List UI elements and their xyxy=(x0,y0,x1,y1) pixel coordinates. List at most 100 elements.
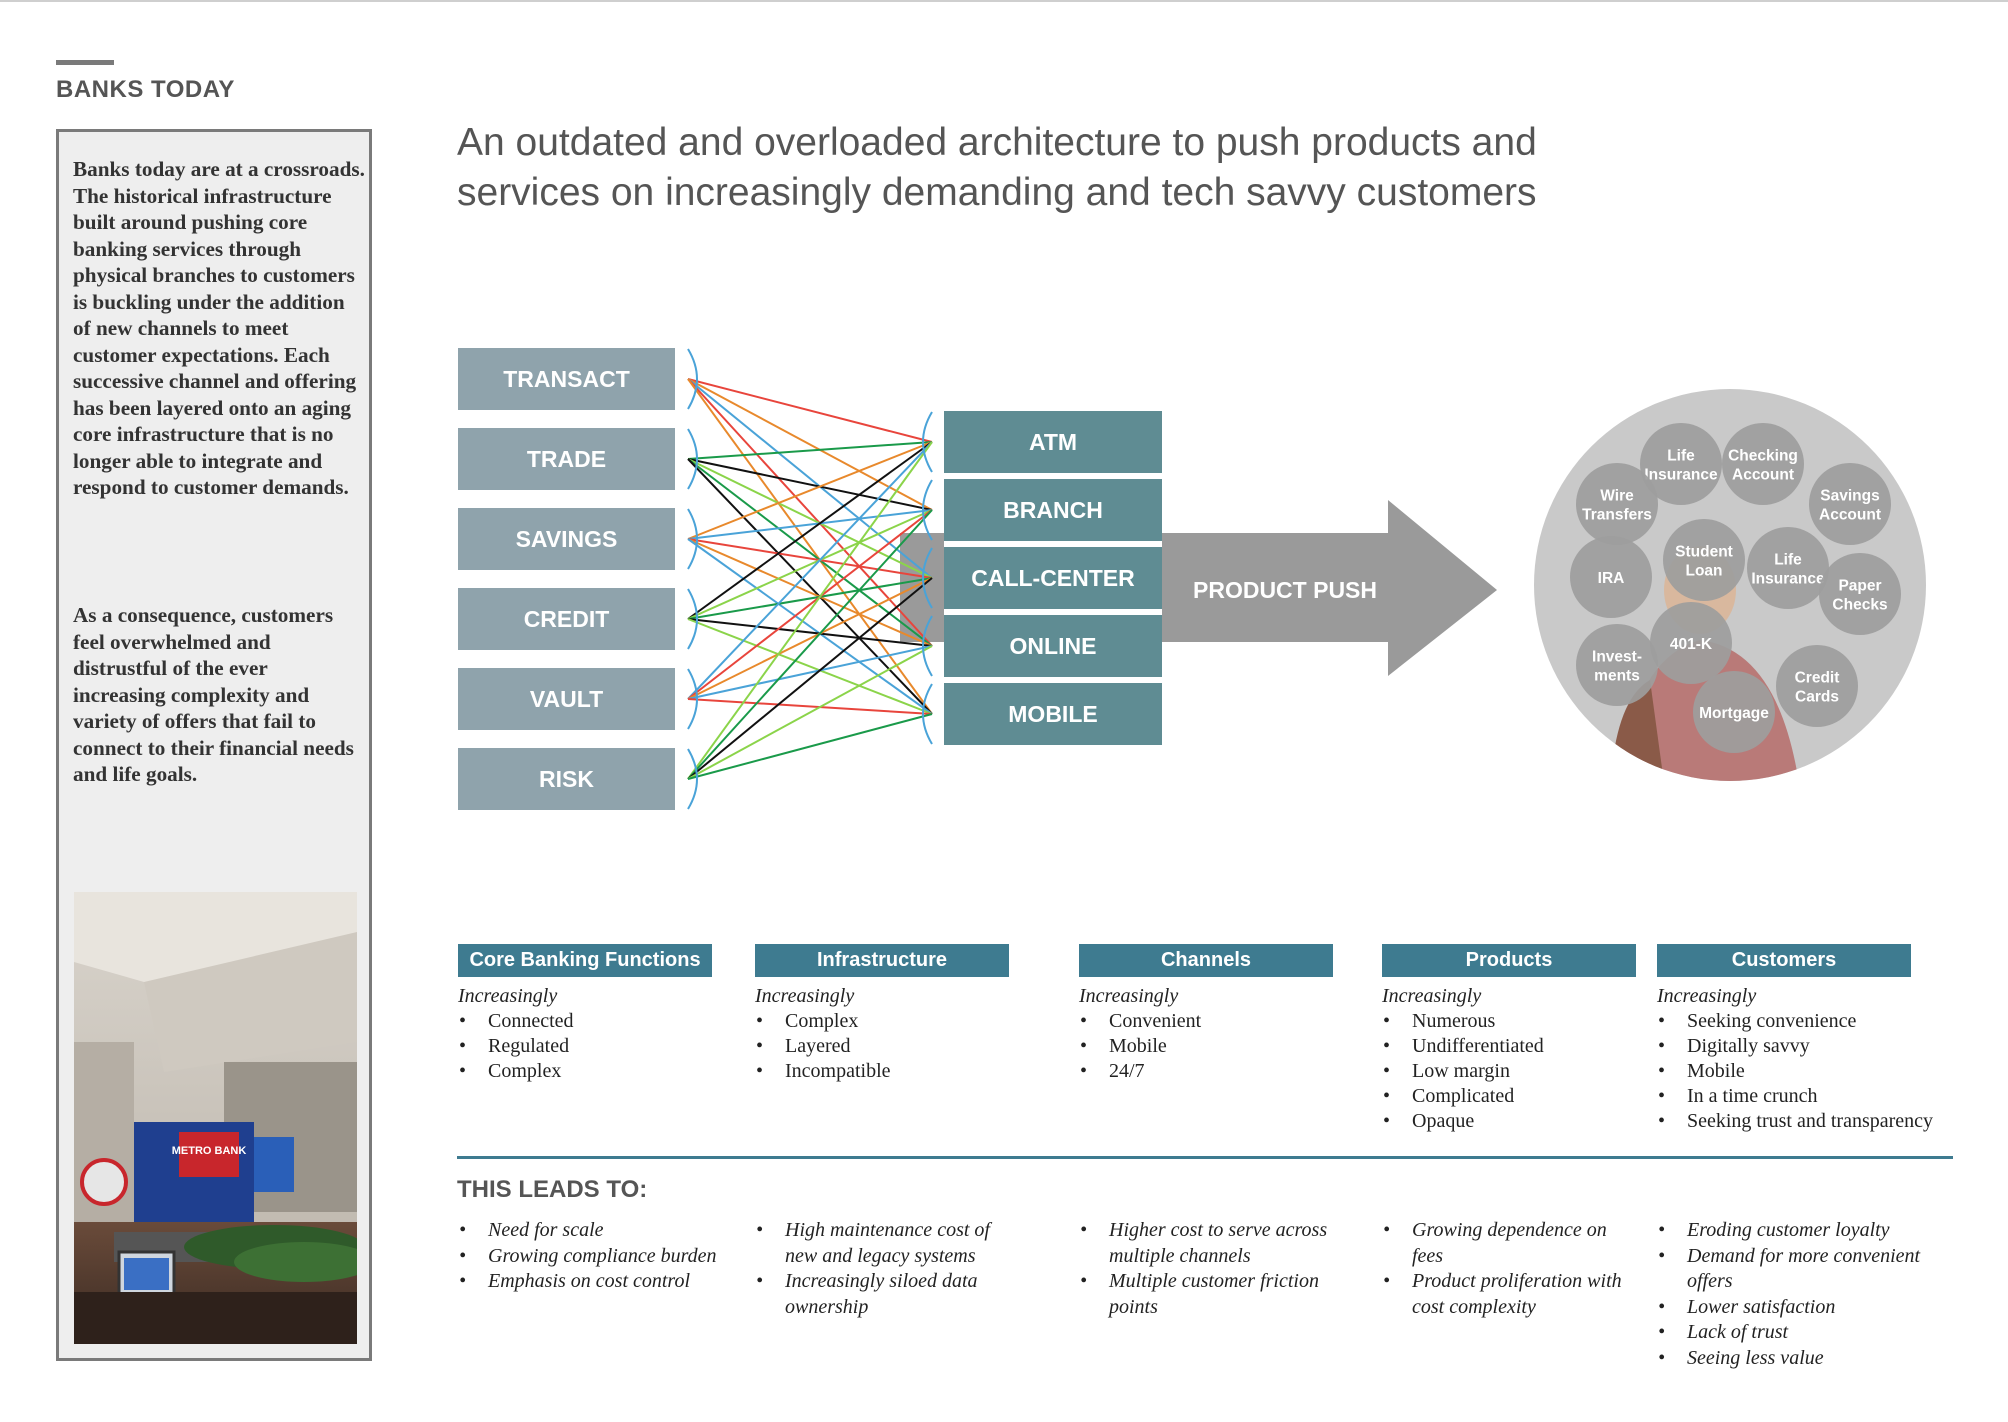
consequence-column: Higher cost to serve across multiple cha… xyxy=(1079,1218,1349,1320)
column-lead: Increasingly xyxy=(1382,985,1482,1007)
function-box-risk: RISK xyxy=(458,748,675,810)
connection-line xyxy=(687,509,933,700)
product-label: Insurance xyxy=(1751,571,1825,588)
product-label: Mortgage xyxy=(1699,705,1769,722)
connection-line xyxy=(687,458,933,511)
column-item: Mobile xyxy=(1079,1034,1379,1059)
column-header-products: Products xyxy=(1382,944,1636,977)
connection-line xyxy=(687,509,933,540)
product-label: Insurance xyxy=(1644,467,1718,484)
product-label: Life xyxy=(1667,448,1695,465)
product-label: IRA xyxy=(1598,570,1625,587)
column-body: IncreasinglyConnectedRegulatedComplex xyxy=(458,984,758,1084)
product-label: Credit xyxy=(1795,670,1840,687)
column-item: Layered xyxy=(755,1034,1055,1059)
headline-line-2: services on increasingly demanding and t… xyxy=(457,171,1537,214)
channel-label: ONLINE xyxy=(1010,633,1097,659)
consequence-item: Demand for more convenient offers xyxy=(1657,1244,1957,1295)
function-label: TRADE xyxy=(527,446,606,472)
function-label: VAULT xyxy=(530,686,603,712)
consequence-item: Product proliferation with cost complexi… xyxy=(1382,1269,1642,1320)
connection-line xyxy=(687,378,933,511)
column-item: Complex xyxy=(458,1059,758,1084)
consequence-item: Multiple customer friction points xyxy=(1079,1269,1349,1320)
column-header-core-banking-functions: Core Banking Functions xyxy=(458,944,712,977)
column-lead: Increasingly xyxy=(458,985,558,1007)
connection-line xyxy=(687,458,933,647)
target-bracket xyxy=(922,411,933,473)
channel-label: CALL-CENTER xyxy=(971,565,1135,591)
connection-line xyxy=(687,378,933,647)
column-item: Connected xyxy=(458,1009,758,1034)
top-border xyxy=(0,0,2008,2)
column-item: Numerous xyxy=(1382,1009,1682,1034)
column-header-infrastructure: Infrastructure xyxy=(755,944,1009,977)
consequence-item: Increasingly siloed data ownership xyxy=(755,1269,1025,1320)
consequence-item: Eroding customer loyalty xyxy=(1657,1218,1957,1244)
bank-interior-photo: METRO BANK xyxy=(74,892,357,1344)
function-box-savings: SAVINGS xyxy=(458,508,675,570)
target-bracket xyxy=(922,547,933,609)
column-item: Incompatible xyxy=(755,1059,1055,1084)
column-body: IncreasinglySeeking convenienceDigitally… xyxy=(1657,984,1957,1134)
source-bracket xyxy=(687,348,698,410)
connection-line xyxy=(687,378,933,443)
product-label: Account xyxy=(1819,507,1881,524)
column-item: Undifferentiated xyxy=(1382,1034,1682,1059)
connection-line xyxy=(687,618,933,647)
connection-line xyxy=(687,458,933,715)
function-label: SAVINGS xyxy=(516,526,618,552)
connection-line xyxy=(687,577,933,700)
column-lead: Increasingly xyxy=(1657,985,1757,1007)
headline: An outdated and overloaded architecture … xyxy=(457,118,1657,218)
product-label: Loan xyxy=(1685,563,1722,580)
product-label: 401-K xyxy=(1670,636,1713,653)
consequence-item: Higher cost to serve across multiple cha… xyxy=(1079,1218,1349,1269)
connection-line xyxy=(687,577,933,780)
bank-sign xyxy=(179,1132,239,1177)
headline-line-1: An outdated and overloaded architecture … xyxy=(457,121,1537,164)
product-label: Checks xyxy=(1832,597,1887,614)
column-item: Digitally savvy xyxy=(1657,1034,1957,1059)
connection-line xyxy=(687,509,933,780)
connection-line xyxy=(687,538,933,715)
column-header-customers: Customers xyxy=(1657,944,1911,977)
product-label: Wire xyxy=(1600,488,1634,505)
connection-line xyxy=(687,645,933,780)
consequence-item: Growing compliance burden xyxy=(458,1244,748,1270)
channel-box-atm: ATM xyxy=(944,411,1162,473)
sidebar-paragraph-2: As a consequence, customers feel overwhe… xyxy=(73,603,354,786)
product-label: Student xyxy=(1675,544,1733,561)
column-item: Opaque xyxy=(1382,1109,1682,1134)
connection-line xyxy=(687,509,933,620)
consequence-item: Growing dependence on fees xyxy=(1382,1218,1642,1269)
consequence-column: Growing dependence on feesProduct prolif… xyxy=(1382,1218,1642,1320)
consequence-column: High maintenance cost of new and legacy … xyxy=(755,1218,1025,1320)
channel-box-call-center: CALL-CENTER xyxy=(944,547,1162,609)
target-bracket xyxy=(922,615,933,677)
consequence-item: Need for scale xyxy=(458,1218,748,1244)
column-item: Seeking convenience xyxy=(1657,1009,1957,1034)
target-bracket xyxy=(922,683,933,745)
connection-line xyxy=(687,378,933,579)
column-item: Low margin xyxy=(1382,1059,1682,1084)
column-body: IncreasinglyComplexLayeredIncompatible xyxy=(755,984,1055,1084)
function-box-vault: VAULT xyxy=(458,668,675,730)
column-item: Seeking trust and transparency xyxy=(1657,1109,1957,1134)
connection-line xyxy=(687,538,933,579)
connection-line xyxy=(687,378,933,715)
product-bubble: IRA xyxy=(1570,536,1652,618)
section-title: BANKS TODAY xyxy=(56,76,235,103)
product-label: Cards xyxy=(1795,689,1839,706)
consequence-column: Eroding customer loyaltyDemand for more … xyxy=(1657,1218,1957,1371)
product-bubble: Invest-ments xyxy=(1576,624,1658,706)
product-bubble: 401-K xyxy=(1650,602,1732,684)
